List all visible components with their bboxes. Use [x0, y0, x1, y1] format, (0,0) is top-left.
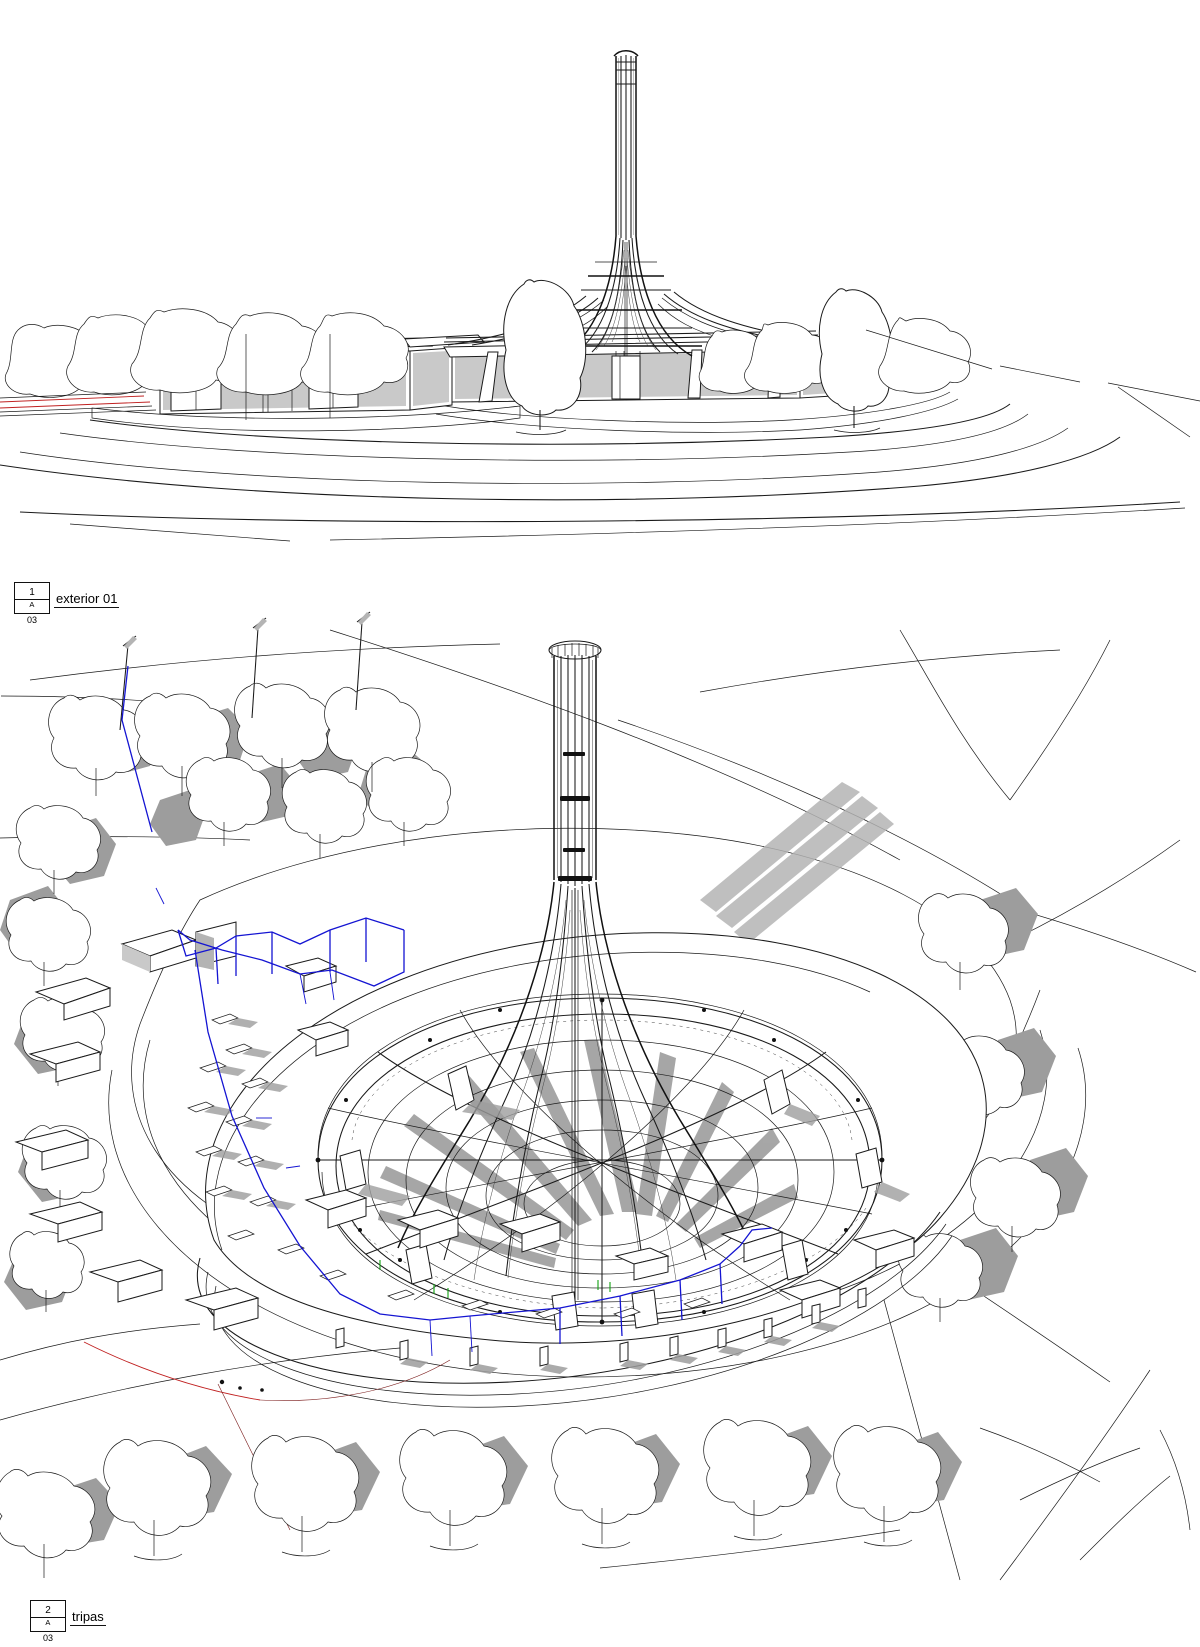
view-number-2: 2 — [45, 1604, 51, 1616]
view-sheet-2: 03 — [40, 1633, 56, 1643]
aerial-axonometric-view — [0, 600, 1200, 1590]
survey-points — [219, 1379, 264, 1392]
green-markers — [379, 1260, 611, 1298]
tree-symbols-upper-left — [5, 682, 451, 1312]
canopy-shadow-stripes — [700, 782, 894, 944]
view-bubble-rule — [15, 598, 49, 600]
elevation-trees — [4, 279, 971, 435]
view-bubble-1: 1 A 03 — [14, 582, 50, 625]
view-sub-1: A — [29, 599, 35, 609]
exterior-elevation-canvas — [0, 50, 1200, 542]
view-bubble-2: 2 A 03 — [30, 1600, 66, 1643]
aerial-axonometric-canvas — [0, 611, 1197, 1581]
canopy-rib-nodes — [315, 997, 885, 1325]
pavilion-podium — [91, 391, 959, 433]
view-number-1: 1 — [29, 586, 35, 598]
exterior-elevation-view — [0, 0, 1200, 560]
routed-services-polyline[interactable] — [121, 665, 773, 1357]
paver-shadows — [204, 1018, 296, 1210]
view-bubble-rule — [31, 1616, 65, 1618]
view-title-2[interactable]: tripas — [70, 1609, 106, 1626]
perimeter-pylons — [339, 1065, 910, 1331]
pylon-shadows — [358, 1100, 910, 1206]
mast-collars — [558, 752, 592, 881]
plaza-equipment-blocks — [14, 921, 916, 1331]
street-lamp-posts — [119, 611, 371, 731]
property-line — [0, 391, 157, 417]
view-marker-2[interactable]: 2 A 03 tripas — [30, 1600, 106, 1643]
central-spire — [550, 50, 702, 357]
tree-symbols-bottom — [0, 1419, 942, 1578]
context-linework-bottom — [599, 1427, 1191, 1569]
view-marker-1[interactable]: 1 A 03 exterior 01 — [14, 582, 120, 625]
site-context-lines — [69, 329, 1081, 542]
view-sub-2: A — [45, 1617, 51, 1627]
view-sheet-1: 03 — [24, 615, 40, 625]
view-title-1[interactable]: exterior 01 — [54, 591, 120, 608]
ground-lines — [0, 382, 1200, 541]
mast-cap-staves — [551, 643, 599, 658]
plaza-paver-tiles — [187, 1013, 711, 1319]
